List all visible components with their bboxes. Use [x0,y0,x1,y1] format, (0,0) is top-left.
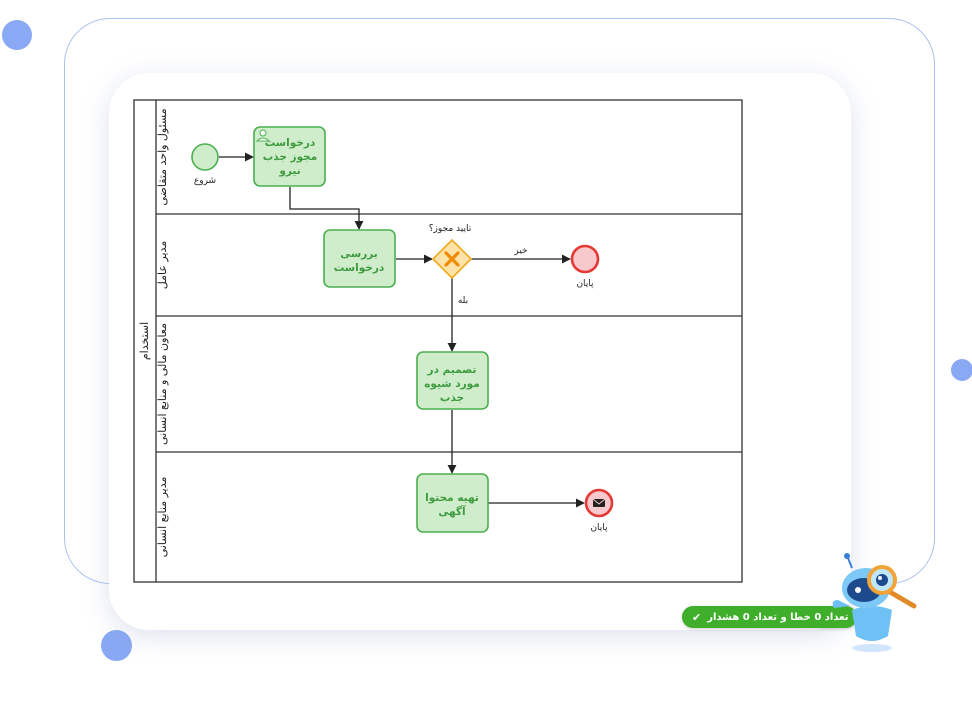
task-decide-method-line2: مورد شیوه [424,378,480,390]
start-event[interactable] [191,143,219,171]
lane-label-requesting-unit: مسئول واحد متقاضی [156,108,169,205]
check-icon: ✔ [692,610,702,624]
exclusive-gateway[interactable] [431,238,473,280]
task-request-permit-line2: مجوز جذب [263,151,318,163]
task-prepare-ad-line1: تهیه محتوا [425,492,479,504]
decor-dot-bottom-left [101,630,132,661]
envelope-icon [592,498,606,507]
user-task-icon [255,129,271,142]
end-event-rejected-label: پایان [576,279,594,289]
end-event-message-label: پایان [590,523,608,533]
task-request-permit-line3: نیرو [278,165,300,177]
end-event-message[interactable] [584,488,614,518]
gateway-x-icon [444,251,460,267]
lane-label-ceo: مدیر عامل [156,241,169,290]
task-decide-method-line1: تصمیم در [427,364,477,376]
task-review-request-line2: درخواست [334,262,385,274]
task-prepare-ad[interactable]: تهیه محتوا آگهی [416,473,489,533]
task-prepare-ad-line2: آگهی [438,505,466,518]
start-event-label: شروع [194,176,216,186]
lane-label-hr-manager: مدیر منابع انسانی [156,477,169,558]
task-request-permit[interactable]: درخواست مجوز جذب نیرو [253,126,326,187]
flow-request-to-review[interactable] [289,187,364,230]
gateway-label: تایید مجوز؟ [429,224,472,234]
decor-dot-top-left [2,20,32,50]
task-decide-method[interactable]: تصمیم در مورد شیوه جذب [416,351,489,410]
validation-status-badge[interactable]: تعداد 0 خطا و تعداد 0 هشدار ✔ [682,606,857,628]
robot-mascot-icon [832,553,917,652]
task-decide-method-line3: جذب [440,392,464,404]
validation-status-text: تعداد 0 خطا و تعداد 0 هشدار [707,611,849,623]
end-event-rejected[interactable] [570,244,600,274]
task-review-request[interactable]: بررسی درخواست [323,229,396,288]
task-request-permit-line1: درخواست [265,137,316,149]
pool-label: استخدام [138,322,151,360]
lane-label-finance-hr-deputy: معاون مالی و منابع انسانی [156,323,169,445]
gateway-no-label: خیر [513,246,527,256]
gateway-yes-label: بله [458,296,468,306]
task-review-request-line1: بررسی [340,248,378,260]
decor-dot-right [951,359,972,381]
